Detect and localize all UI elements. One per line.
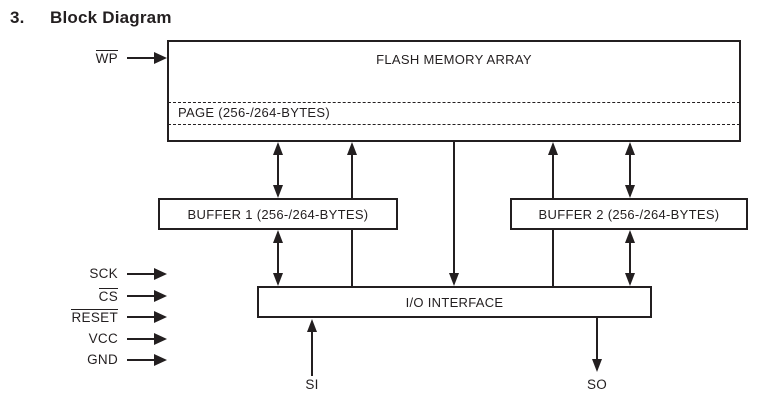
arrow-flash-io-down-icon [448,273,459,286]
gnd-arrow-line [127,359,155,361]
page-divider-top [168,102,740,103]
arrow-flash-buffer2-down-icon [624,185,635,198]
vcc-signal-label: VCC [38,331,118,347]
buffer1-label: BUFFER 1 (256-/264-BYTES) [187,206,369,222]
arrow-flash-buffer1-up-icon [272,142,283,155]
wp-arrow-right-icon [154,52,167,64]
buffer2-label: BUFFER 2 (256-/264-BYTES) [538,206,720,222]
reset-signal-label: RESET [38,309,118,326]
section-title: 3. Block Diagram [10,8,172,28]
sck-arrow-right-icon [154,268,167,280]
vcc-arrow-line [127,338,155,340]
reset-signal-text: RESET [71,309,118,325]
wp-arrow-line [127,57,155,59]
cs-arrow-right-icon [154,290,167,302]
page-divider-bottom [168,124,740,125]
si-arrow-up-icon [306,319,317,332]
flash-memory-array-box: FLASH MEMORY ARRAY PAGE (256-/264-BYTES) [167,40,741,142]
arrow-buffer1-io-down-icon [272,273,283,286]
arrow-flash-buffer1-line [277,150,279,190]
wp-signal-label: WP [38,50,118,67]
reset-arrow-right-icon [154,311,167,323]
arrow-buffer1-io-line [277,238,279,278]
buffer2-box: BUFFER 2 (256-/264-BYTES) [510,198,748,230]
arrow-buffer2-io-up-icon [624,230,635,243]
wp-signal-text: WP [95,50,118,66]
arrow-io-flash-left-line-bottom [351,230,353,286]
cs-arrow-line [127,295,155,297]
reset-arrow-line [127,316,155,318]
arrow-flash-buffer2-line [629,150,631,190]
flash-memory-array-label: FLASH MEMORY ARRAY [376,52,532,67]
sck-arrow-line [127,273,155,275]
arrow-io-flash-left-line-top [351,150,353,198]
so-signal-label: SO [586,377,608,392]
so-arrow-line [596,318,598,361]
buffer1-box: BUFFER 1 (256-/264-BYTES) [158,198,398,230]
vcc-arrow-right-icon [154,333,167,345]
section-title-text: Block Diagram [50,8,172,27]
section-number: 3. [10,8,25,27]
io-interface-label: I/O INTERFACE [405,294,504,310]
gnd-signal-text: GND [87,352,118,367]
sck-signal-text: SCK [89,266,118,281]
arrow-buffer2-io-line [629,238,631,278]
arrow-buffer2-io-down-icon [624,273,635,286]
vcc-signal-text: VCC [88,331,118,346]
arrow-flash-buffer2-up-icon [624,142,635,155]
gnd-signal-label: GND [38,352,118,368]
so-arrow-down-icon [591,359,602,372]
page-band-label: PAGE (256-/264-BYTES) [178,105,331,120]
sck-signal-label: SCK [38,266,118,282]
cs-signal-text: CS [98,288,118,304]
cs-signal-label: CS [38,288,118,305]
gnd-arrow-right-icon [154,354,167,366]
arrow-io-flash-left-up-icon [346,142,357,155]
arrow-io-flash-right-line-bottom [552,230,554,286]
arrow-flash-buffer1-down-icon [272,185,283,198]
arrow-flash-io-line [453,142,455,278]
io-interface-box: I/O INTERFACE [257,286,652,318]
arrow-buffer1-io-up-icon [272,230,283,243]
si-arrow-line [311,329,313,376]
si-signal-label: SI [305,377,319,392]
arrow-io-flash-right-line-top [552,150,554,198]
arrow-io-flash-right-up-icon [547,142,558,155]
